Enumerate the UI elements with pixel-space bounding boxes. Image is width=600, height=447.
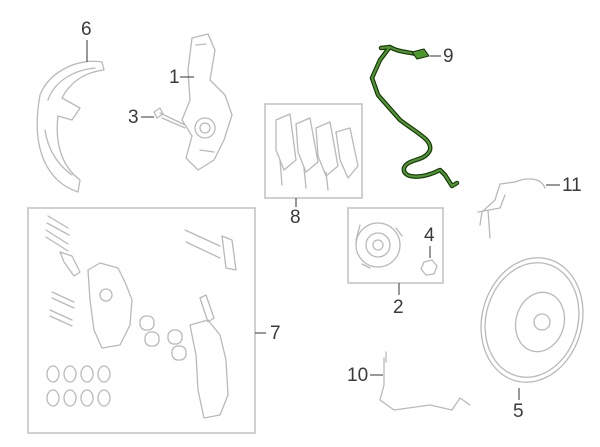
callout-8[interactable]: 8 (290, 207, 301, 228)
callout-6[interactable]: 6 (81, 19, 92, 40)
callout-2[interactable]: 2 (393, 297, 404, 318)
nut-part[interactable] (420, 259, 438, 276)
rear-sensor-part[interactable] (379, 351, 471, 411)
bolt-part[interactable] (153, 107, 186, 129)
callout-10[interactable]: 10 (347, 365, 369, 386)
callout-9[interactable]: 9 (443, 46, 454, 67)
callout-4[interactable]: 4 (424, 225, 435, 246)
leader-lines (86, 40, 560, 400)
hub-bearing-box (347, 207, 444, 284)
callout-5[interactable]: 5 (513, 401, 524, 422)
dust-shield-part[interactable] (36, 60, 105, 193)
callout-7[interactable]: 7 (270, 323, 281, 344)
hub-bearing-part[interactable] (355, 222, 403, 269)
caliper-kit-box (27, 207, 256, 434)
callout-11[interactable]: 11 (562, 175, 582, 196)
brake-pads-box (264, 103, 363, 199)
steering-knuckle-part[interactable] (181, 33, 233, 171)
brake-pads-part[interactable] (275, 113, 359, 191)
caliper-kit-part[interactable] (45, 215, 237, 419)
abs-sensor-part[interactable] (477, 178, 546, 239)
callout-1[interactable]: 1 (169, 67, 180, 88)
brake-rotor-part[interactable] (467, 246, 596, 394)
wheel-speed-sensor-part[interactable] (369, 44, 460, 189)
callout-3[interactable]: 3 (128, 107, 139, 128)
